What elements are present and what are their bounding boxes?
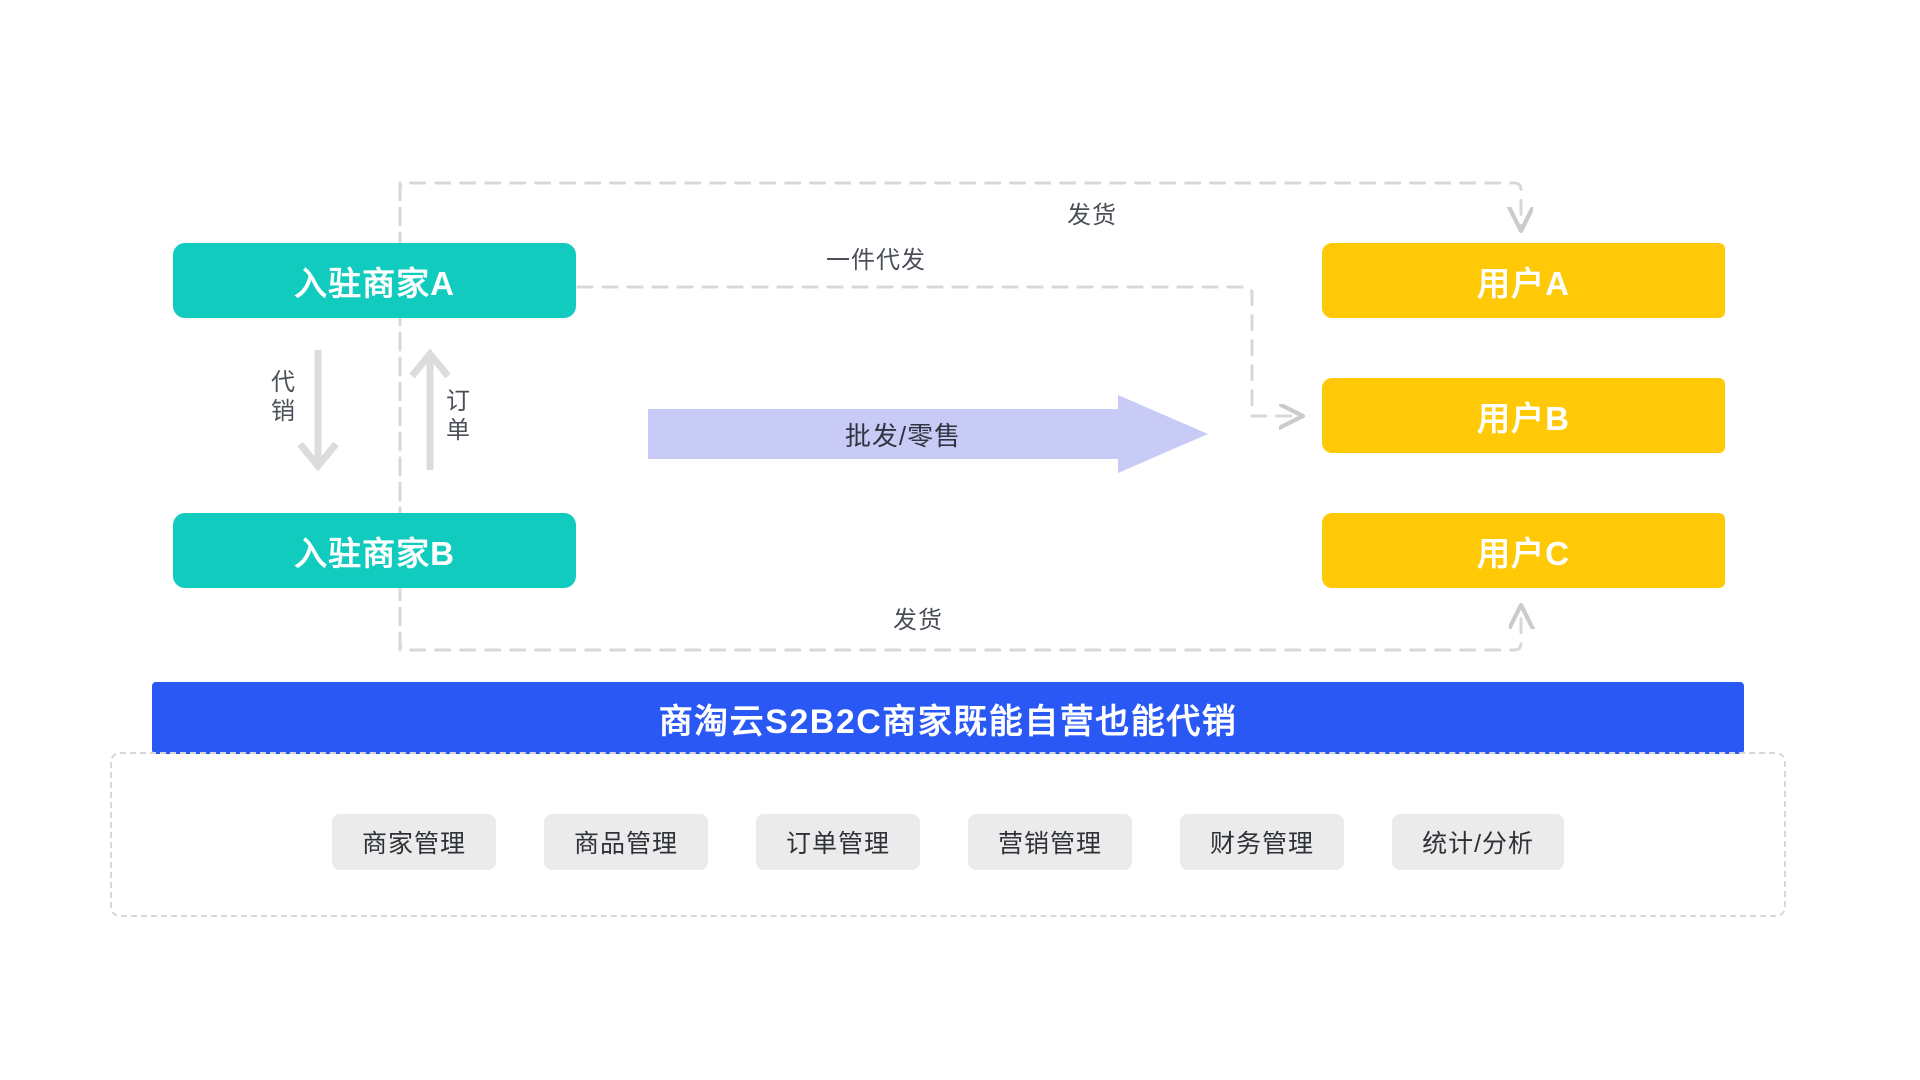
edge-label-order-text: 订单 [446,388,470,445]
edge-label-dropship: 一件代发 [826,247,926,274]
edge-label-wholesale: 批发/零售 [844,420,962,451]
module-chip-label: 营销管理 [998,830,1103,858]
wholesale-arrow-shape [648,395,1208,473]
platform-panel [110,752,1786,917]
platform-banner-text: 商淘云S2B2C商家既能自营也能代销 [658,702,1238,741]
node-merchant-a-label: 入驻商家A [294,264,455,302]
node-user-b[interactable]: 用户B [1322,378,1725,453]
order-arrowhead [409,348,451,379]
node-user-b-label: 用户B [1477,399,1570,437]
node-merchant-b-label: 入驻商家B [294,534,455,572]
module-chip-label: 商家管理 [361,830,466,858]
module-chip-label: 订单管理 [786,830,891,858]
module-chip-marketing-management[interactable]: 营销管理 [968,814,1133,870]
node-merchant-a[interactable]: 入驻商家A [173,243,576,318]
edge-label-consign: 代销 [268,368,298,427]
node-user-c-label: 用户C [1477,534,1570,572]
edge-label-consign-text: 代销 [271,369,295,426]
consign-arrowhead [297,441,339,472]
edge-label-order: 订单 [443,387,473,446]
node-user-c[interactable]: 用户C [1322,513,1725,588]
wholesale-arrow-label-wrap: 批发/零售 [648,395,1158,473]
edge-label-ship-top: 发货 [1067,202,1117,229]
node-user-a[interactable]: 用户A [1322,243,1725,318]
module-chip-order-management[interactable]: 订单管理 [756,814,921,870]
module-chip-finance-management[interactable]: 财务管理 [1180,814,1345,870]
module-chip-statistics-analysis[interactable]: 统计/分析 [1392,814,1565,870]
module-chip-product-management[interactable]: 商品管理 [544,814,709,870]
module-chip-merchant-management[interactable]: 商家管理 [331,814,496,870]
platform-banner: 商淘云S2B2C商家既能自营也能代销 [152,682,1744,754]
edge-label-ship-bottom: 发货 [893,607,943,634]
node-user-a-label: 用户A [1477,264,1570,302]
module-chip-label: 商品管理 [574,830,679,858]
module-chip-label: 统计/分析 [1422,830,1535,858]
node-merchant-b[interactable]: 入驻商家B [173,513,576,588]
module-chip-label: 财务管理 [1210,830,1315,858]
platform-module-list: 商家管理 商品管理 订单管理 营销管理 财务管理 统计/分析 [110,814,1786,870]
